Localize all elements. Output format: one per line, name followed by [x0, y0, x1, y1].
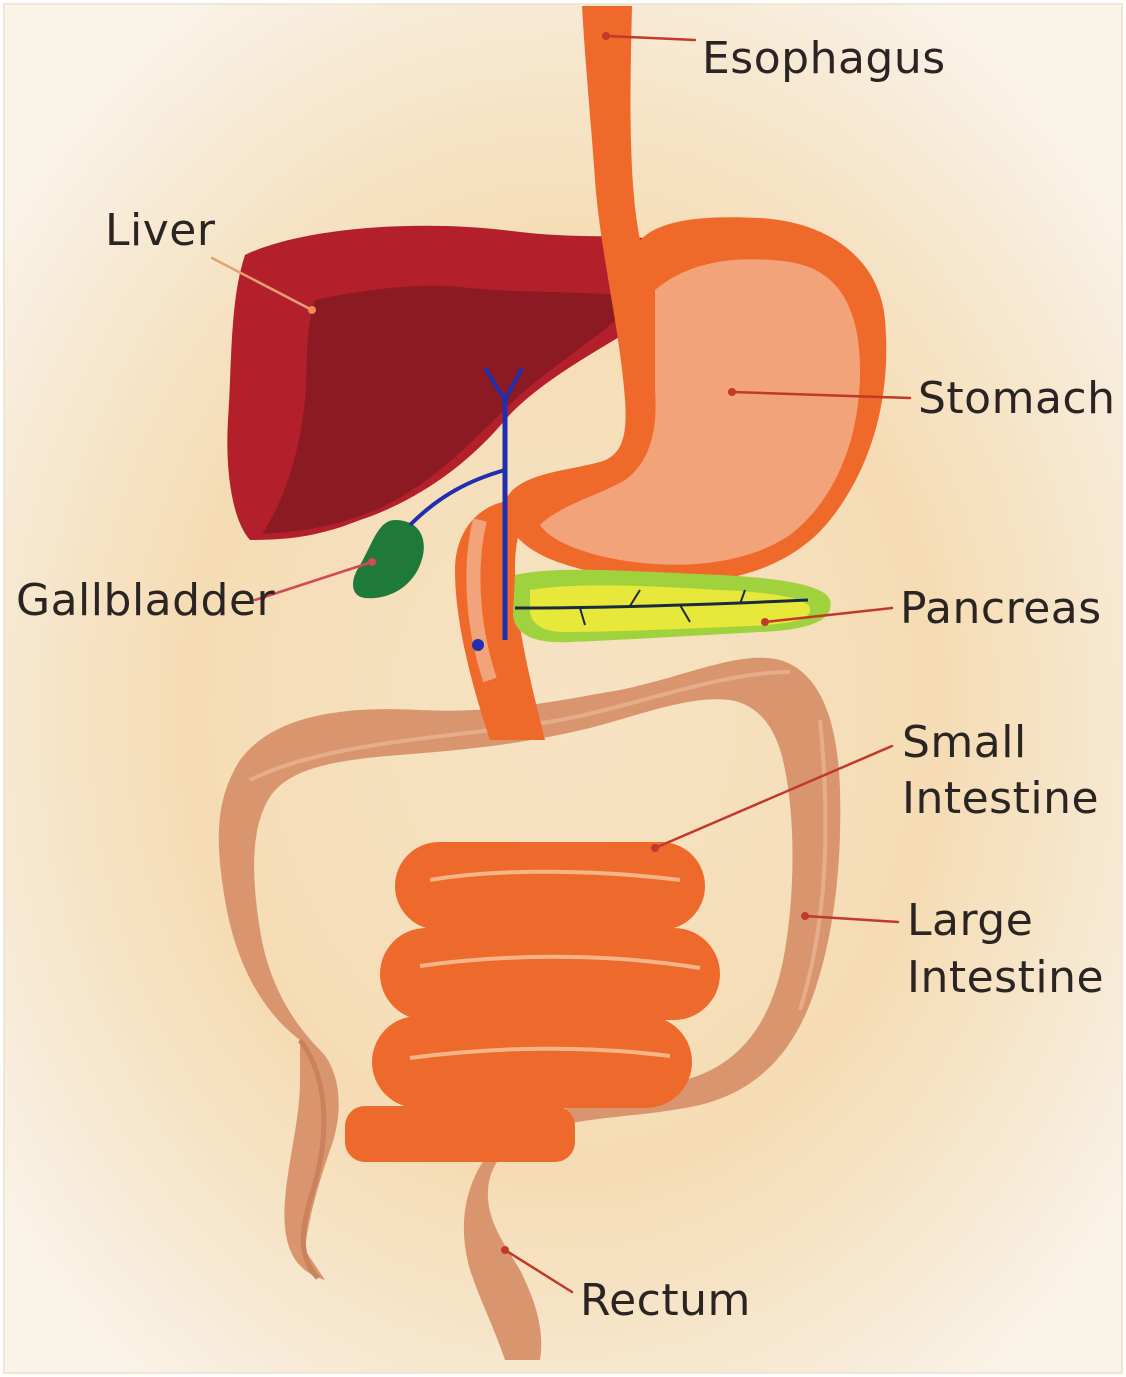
label-liver: Liver [105, 205, 216, 256]
label-large-intestine-line2: Intestine [907, 952, 1104, 1003]
label-gallbladder: Gallbladder [16, 575, 276, 626]
label-esophagus: Esophagus [702, 33, 946, 84]
label-large-intestine-line1: Large [907, 895, 1033, 946]
label-pancreas: Pancreas [900, 583, 1102, 634]
label-stomach: Stomach [918, 373, 1116, 424]
label-small-intestine-line1: Small [902, 717, 1027, 768]
label-small-intestine-line2: Intestine [902, 773, 1099, 824]
label-rectum: Rectum [580, 1275, 751, 1326]
